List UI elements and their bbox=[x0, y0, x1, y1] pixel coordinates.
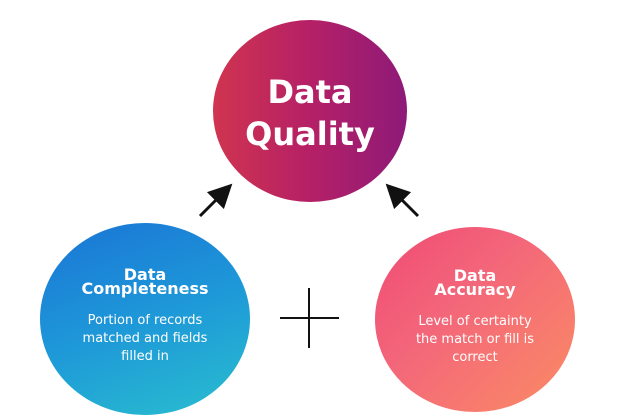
data-accuracy-desc-line2: the match or fill is bbox=[415, 331, 535, 347]
data-accuracy-description: Level of certainty the match or fill is … bbox=[416, 313, 534, 367]
data-completeness-circle: Data Completeness Portion of records mat… bbox=[40, 223, 250, 415]
data-completeness-title-line2: Completeness bbox=[81, 279, 209, 298]
data-accuracy-title-line1: Data bbox=[453, 265, 497, 285]
plus-icon bbox=[280, 288, 339, 348]
data-accuracy-desc-line1: Level of certainty bbox=[418, 313, 532, 329]
arrow-up-left-icon bbox=[385, 183, 420, 218]
data-quality-title-line2: Quality bbox=[245, 115, 375, 153]
data-completeness-description: Portion of records matched and fields fi… bbox=[83, 312, 208, 366]
data-quality-circle: Data Quality bbox=[213, 20, 407, 202]
data-quality-title-line1: Data bbox=[267, 73, 353, 111]
data-accuracy-title-line2: Accuracy bbox=[434, 279, 516, 299]
data-completeness-desc-line3: filled in bbox=[121, 349, 169, 364]
data-accuracy-circle: Data Accuracy Level of certainty the mat… bbox=[375, 227, 575, 412]
arrow-up-right-icon bbox=[198, 183, 233, 218]
data-completeness-desc-line1: Portion of records bbox=[87, 313, 203, 328]
data-accuracy-desc-line3: correct bbox=[452, 349, 498, 365]
data-completeness-title-line1: Data bbox=[123, 265, 167, 284]
data-completeness-desc-line2: matched and fields bbox=[82, 331, 208, 346]
